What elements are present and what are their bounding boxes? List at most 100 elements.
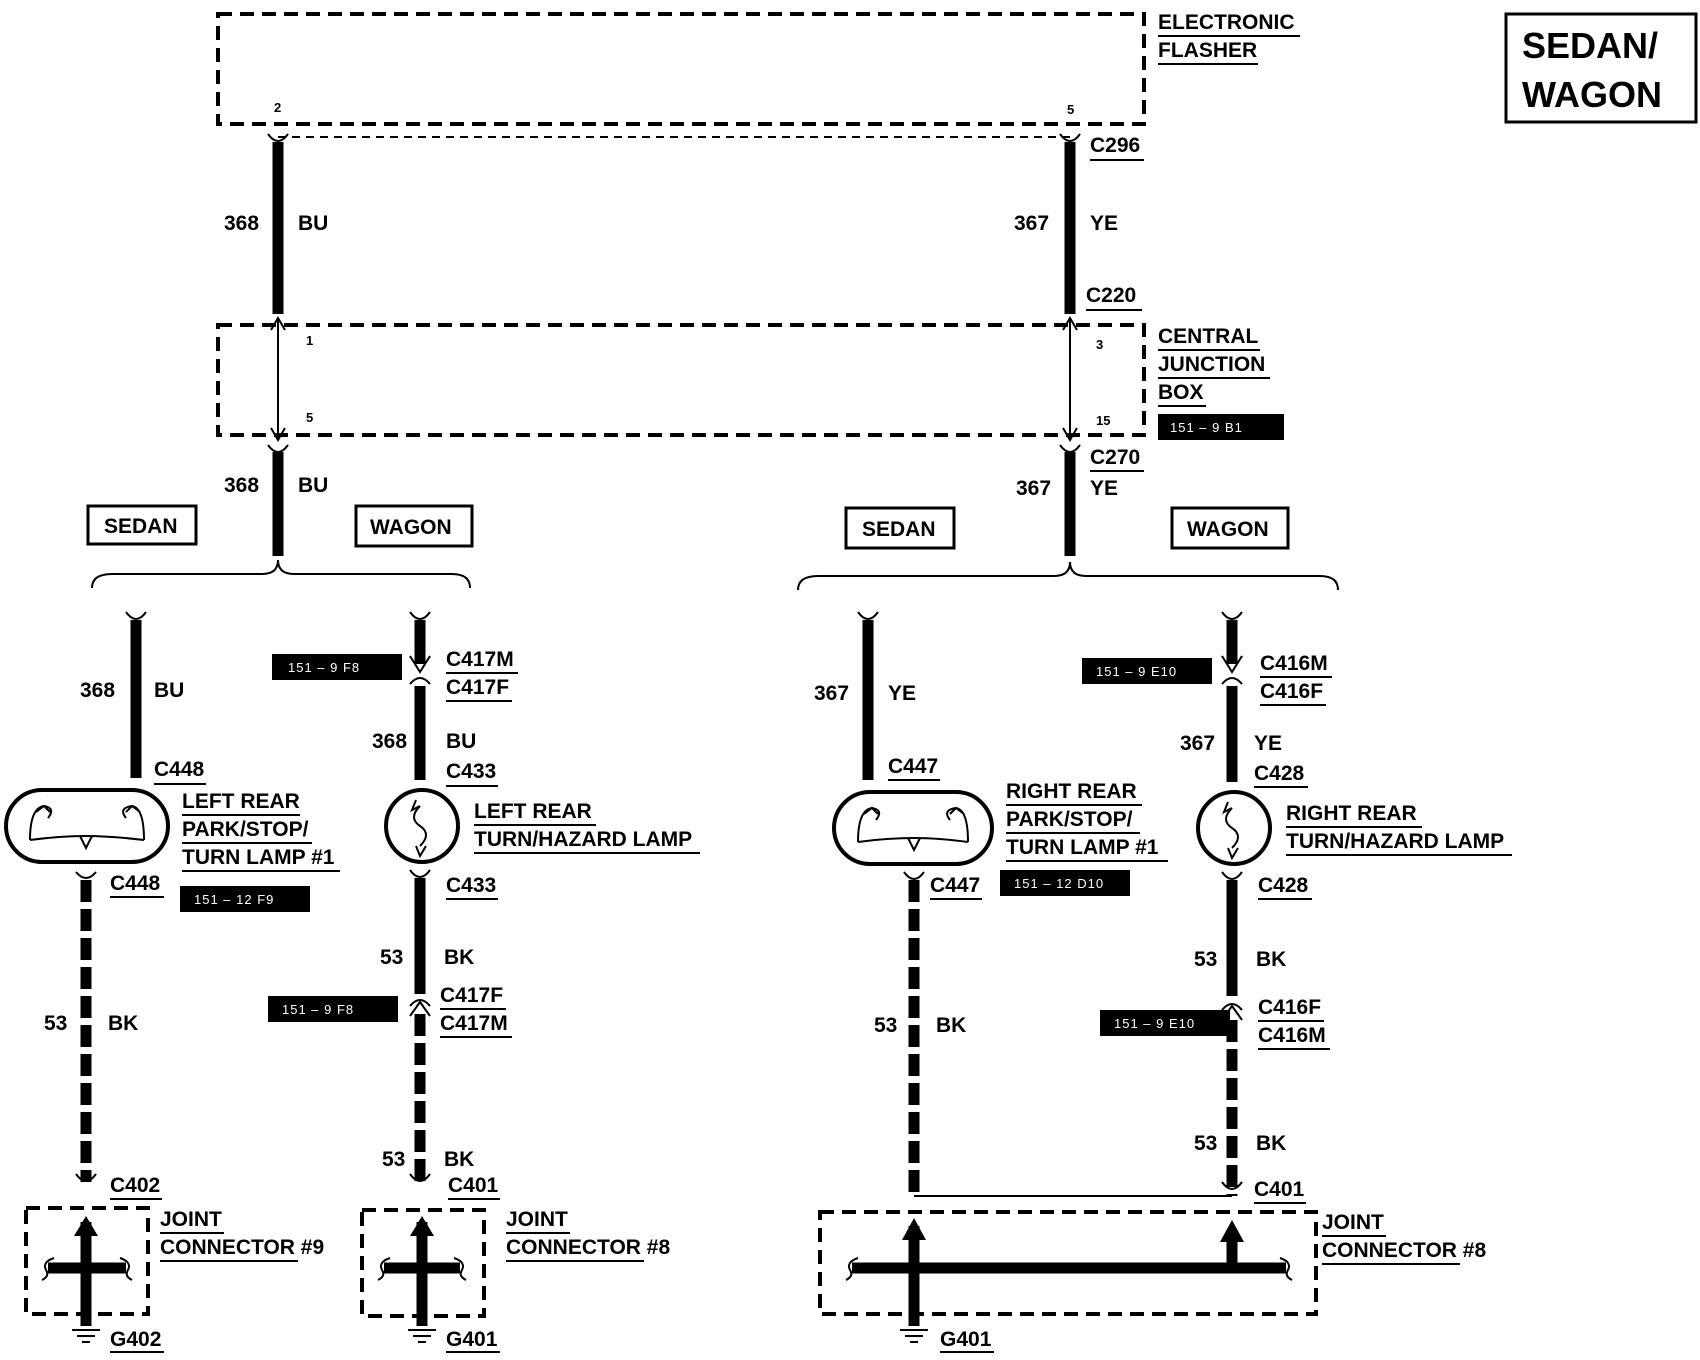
left-joint-connector-8-line-2: CONNECTOR #8 [506,1236,670,1259]
cjb-label-line-2: JUNCTION [1158,353,1265,376]
left-sedan-connector-bottom: C448 [110,872,161,895]
wire-368-upper-circuit: 368 [224,212,259,235]
left-wagon-ground-connector: C401 [448,1174,499,1197]
cjb-pin-5: 5 [306,410,313,425]
electronic-flasher: ELECTRONIC FLASHER 2 5 [216,11,1300,126]
left-split-brace [91,559,471,589]
right-wagon-inline-bottom-1: C416F [1258,996,1321,1019]
ground-g401-right-label: G401 [940,1328,992,1351]
wire-368-lower: 368 BU [224,444,328,556]
central-junction-box: 1 5 3 15 CENTRAL JUNCTION BOX 151 – 9 B1 [216,316,1284,442]
variant-title-box: SEDAN/ WAGON [1504,12,1698,124]
right-wagon-ref-top: 151 – 9 E10 [1096,664,1177,679]
right-sedan-lamp-line-3: TURN LAMP #1 [1006,836,1159,859]
wire-368-lower-color: BU [298,474,328,497]
flasher-pin-right: 5 [1067,102,1074,117]
left-wagon-ground2-circuit: 53 [382,1148,405,1171]
left-wagon-inline-bottom-1: C417F [440,984,503,1007]
wire-367-upper-color: YE [1090,212,1118,235]
left-wagon-connector-bottom: C433 [446,874,496,897]
left-wagon-connector-top: C433 [446,760,496,783]
connector-c296: C296 [1090,134,1140,157]
right-sedan-ground-color: BK [936,1014,966,1037]
right-sedan-lamp-line-1: RIGHT REAR [1006,780,1137,803]
right-wagon-ground2-color: BK [1256,1132,1286,1155]
left-sedan-ref: 151 – 12 F9 [194,892,274,907]
left-wagon-ground2-color: BK [444,1148,474,1171]
right-wagon-lamp-icon [1196,790,1272,866]
left-sedan-lamp-line-1: LEFT REAR [182,790,300,813]
right-sedan-connector-top: C447 [888,755,938,778]
flasher-label-line-1: ELECTRONIC [1158,11,1295,34]
cjb-pin-1: 1 [306,333,313,348]
wire-368-upper-color: BU [298,212,328,235]
right-split-brace [797,561,1339,591]
left-sedan-lamp-line-3: TURN LAMP #1 [182,846,335,869]
right-wagon-inline-top-2: C416F [1260,680,1323,703]
connector-c220: C220 [1086,284,1136,307]
cjb-ref: 151 – 9 B1 [1170,420,1243,435]
right-joint-connector-8-line-1: JOINT [1322,1211,1384,1234]
wire-367-upper-circuit: 367 [1014,212,1049,235]
left-wagon-branch: 151 – 9 F8 C417M C417F 368 BU C433 LEFT … [268,611,700,1353]
right-wagon-tag: WAGON [1170,506,1290,550]
right-wagon-wire-color: YE [1254,732,1282,755]
left-wagon-ref-bottom: 151 – 9 F8 [282,1002,354,1017]
right-wagon-ref-bottom: 151 – 9 E10 [1114,1016,1195,1031]
left-sedan-ground-color: BK [108,1012,138,1035]
right-sedan-tag-label: SEDAN [862,518,936,541]
left-sedan-wire-circuit: 368 [80,679,115,702]
left-sedan-ground-connector: C402 [110,1174,160,1197]
left-sedan-wire-color: BU [154,679,184,702]
joint-connector-9-line-1: JOINT [160,1208,222,1231]
cjb-pin-3: 3 [1096,337,1103,352]
right-sedan-ref: 151 – 12 D10 [1014,876,1104,891]
wire-368-lower-circuit: 368 [224,474,259,497]
title-line-2: WAGON [1522,74,1662,115]
left-sedan-tag-label: SEDAN [104,515,178,538]
ground-g401-left-label: G401 [446,1328,498,1351]
title-line-1: SEDAN/ [1522,25,1658,66]
right-wagon-lamp-line-2: TURN/HAZARD LAMP [1286,830,1504,853]
right-wagon-connector-top: C428 [1254,762,1305,785]
right-sedan-lamp-line-2: PARK/STOP/ [1006,808,1133,831]
flasher-pin-left: 2 [274,100,281,115]
right-wagon-inline-bottom-2: C416M [1258,1024,1326,1047]
joint-connector-9-line-2: CONNECTOR #9 [160,1236,324,1259]
right-wagon-lamp-line-1: RIGHT REAR [1286,802,1417,825]
right-wagon-ground-connector: C401 [1254,1178,1305,1201]
cjb-pin-15: 15 [1096,413,1110,428]
right-wagon-connector-bottom: C428 [1258,874,1309,897]
wire-367-upper: 367 YE [1014,133,1118,314]
right-sedan-lamp-icon [832,790,994,866]
left-wagon-tag-label: WAGON [370,516,452,539]
left-wagon-wire-circuit: 368 [372,730,407,753]
right-wagon-ground1-color: BK [1256,948,1286,971]
left-wagon-inline-bottom-2: C417M [440,1012,508,1035]
wire-367-lower-circuit: 367 [1016,477,1051,500]
left-wagon-lamp-icon [384,788,460,864]
right-wagon-tag-label: WAGON [1187,518,1269,541]
right-sedan-ground-circuit: 53 [874,1014,897,1037]
flasher-label-line-2: FLASHER [1158,39,1257,62]
left-wagon-lamp-line-1: LEFT REAR [474,800,592,823]
left-joint-connector-8-line-1: JOINT [506,1208,568,1231]
right-joint-connector-8-line-2: CONNECTOR #8 [1322,1239,1486,1262]
left-sedan-tag: SEDAN [86,504,198,546]
right-sedan-connector-bottom: C447 [930,874,980,897]
left-wagon-tag: WAGON [354,504,474,548]
left-sedan-branch: 368 BU C448 LEFT REAR PARK/STOP/ TURN LA… [4,611,340,1353]
left-wagon-inline-top-2: C417F [446,676,509,699]
right-sedan-branch: 367 YE C447 RIGHT REAR PARK/STOP/ TURN L… [814,611,1232,1197]
right-sedan-wire-circuit: 367 [814,682,849,705]
right-wagon-ground2-circuit: 53 [1194,1132,1217,1155]
left-sedan-connector-top: C448 [154,758,205,781]
ground-g402-label: G402 [110,1328,161,1351]
right-wagon-ground1-circuit: 53 [1194,948,1217,971]
left-wagon-ground1-color: BK [444,946,474,969]
right-wagon-inline-top-1: C416M [1260,652,1328,675]
cjb-label-line-1: CENTRAL [1158,325,1258,348]
wire-367-lower: 367 YE [1016,444,1118,556]
right-wagon-branch: 151 – 9 E10 C416M C416F 367 YE C428 RIGH… [818,611,1512,1353]
